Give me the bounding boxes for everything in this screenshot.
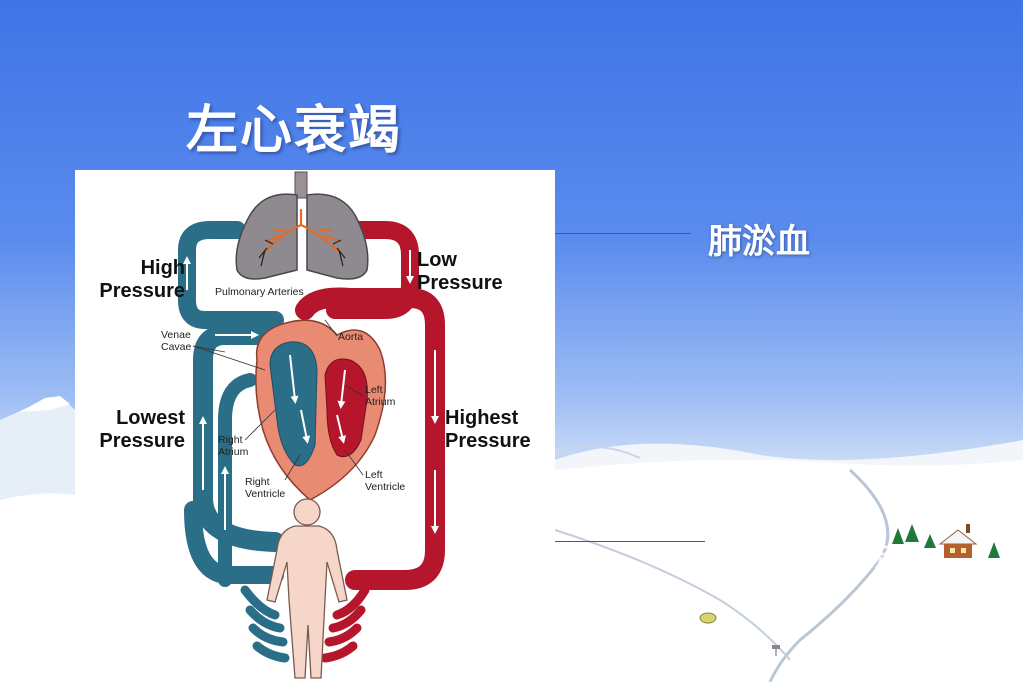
flow-arrows <box>183 250 439 534</box>
high-pressure-label-line2: Pressure <box>99 280 185 302</box>
right-atrium-label-line1: Right <box>218 434 243 446</box>
right-ventricle-label-line2: Ventricle <box>245 488 285 500</box>
high-pressure-label-line1: High <box>141 257 185 279</box>
slide-title: 左心衰竭 <box>186 101 403 161</box>
left-atrium-label-line2: Atrium <box>365 396 396 408</box>
lowest-pressure-label-line2: Pressure <box>99 430 185 452</box>
lowest-pressure-label-line1: Lowest <box>116 407 185 429</box>
left-ventricle-label-line2: Ventricle <box>365 481 405 493</box>
human-body-icon <box>266 498 348 679</box>
aorta-label: Aorta <box>338 331 363 343</box>
deoxygenated-circuit <box>178 221 285 587</box>
low-pressure-label-line2: Pressure <box>417 272 503 294</box>
lung-congestion-label: 肺淤血 <box>708 222 810 262</box>
oxygenated-lower-capillaries <box>320 585 370 663</box>
lungs-icon <box>235 171 369 280</box>
circulation-diagram: High Pressure Lowest Pressure Low Pressu… <box>75 170 555 682</box>
left-ventricle-label-line1: Left <box>365 469 383 481</box>
pine-trees-icon <box>892 524 1000 558</box>
right-ventricle-label-line1: Right <box>245 476 270 488</box>
heart-icon <box>255 319 387 501</box>
low-pressure-label-line1: Low <box>417 249 457 271</box>
deoxygenated-lower-capillaries <box>240 585 290 663</box>
pulmonary-arteries-label: Pulmonary Arteries <box>215 286 304 298</box>
venae-cavae-label-line2: Cavae <box>161 341 192 353</box>
circulation-diagram-svg: High Pressure Lowest Pressure Low Pressu… <box>99 171 531 679</box>
right-atrium-label-line2: Atrium <box>218 446 249 458</box>
left-atrium-label-line1: Left <box>365 384 383 396</box>
venae-cavae-label-line1: Venae <box>161 329 191 341</box>
organ-hypoperfusion-label: 组织器官灌注不足 <box>692 544 901 574</box>
highest-pressure-label-line2: Pressure <box>445 430 531 452</box>
highest-pressure-label-line1: Highest <box>445 407 519 429</box>
cabin-icon <box>938 524 978 558</box>
anatomy-leader-lines <box>192 319 364 481</box>
